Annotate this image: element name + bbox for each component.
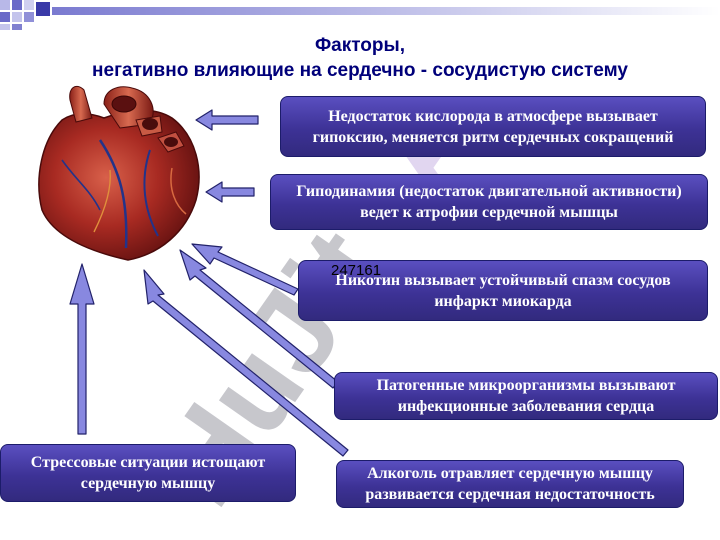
factor-microorganisms-line2: инфекционные заболевания сердца <box>397 398 655 415</box>
factor-oxygen-line2: гипоксию, меняется ритм сердечных сокращ… <box>312 128 674 146</box>
decorative-header-squares <box>0 0 720 30</box>
anatomical-heart-image <box>38 85 200 261</box>
arrow-up <box>69 263 95 435</box>
factor-nicotine-line1: Никотин вызывает устойчивый спазм сосудо… <box>335 271 671 289</box>
factor-box-alcohol: Алкоголь отравляет сердечную мышцу разви… <box>336 460 684 508</box>
arrow-left-2 <box>205 181 255 203</box>
slide-title-line2: негативно влияющие на сердечно - сосудис… <box>92 60 628 81</box>
slide-title: Факторы, негативно влияющие на сердечно … <box>0 33 720 83</box>
factor-stress-line1: Стрессовые ситуации истощают <box>30 454 266 471</box>
factor-hypodynamia-line2: ведет к атрофии сердечной мышцы <box>360 204 618 221</box>
arrow-left-1 <box>195 109 259 131</box>
factor-oxygen-line1: Недостаток кислорода в атмосфере вызывае… <box>328 107 658 125</box>
factor-box-microorganisms: Патогенные микроорганизмы вызывают инфек… <box>334 372 718 420</box>
factor-box-oxygen: Недостаток кислорода в атмосфере вызывае… <box>280 96 706 157</box>
code-label: 247161 <box>331 262 382 279</box>
slide-title-line1: Факторы, <box>314 35 406 56</box>
factor-alcohol-line1: Алкоголь отравляет сердечную мышцу <box>367 465 653 482</box>
factor-box-nicotine: Никотин вызывает устойчивый спазм сосудо… <box>298 260 708 321</box>
factor-box-hypodynamia: Гиподинамия (недостаток двигательной акт… <box>270 174 708 230</box>
factor-nicotine-line2: инфаркт миокарда <box>434 292 572 310</box>
factor-hypodynamia-line1: Гиподинамия (недостаток двигательной акт… <box>296 183 682 200</box>
factor-stress-line2: сердечную мышцу <box>80 475 216 492</box>
factor-box-stress: Стрессовые ситуации истощают сердечную м… <box>0 444 296 502</box>
factor-microorganisms-line1: Патогенные микроорганизмы вызывают <box>376 377 676 394</box>
arrow-diagonal-alcohol <box>143 269 349 457</box>
factor-alcohol-line2: развивается сердечная недостаточность <box>365 486 655 503</box>
arrow-diagonal-nicotine <box>191 243 299 296</box>
